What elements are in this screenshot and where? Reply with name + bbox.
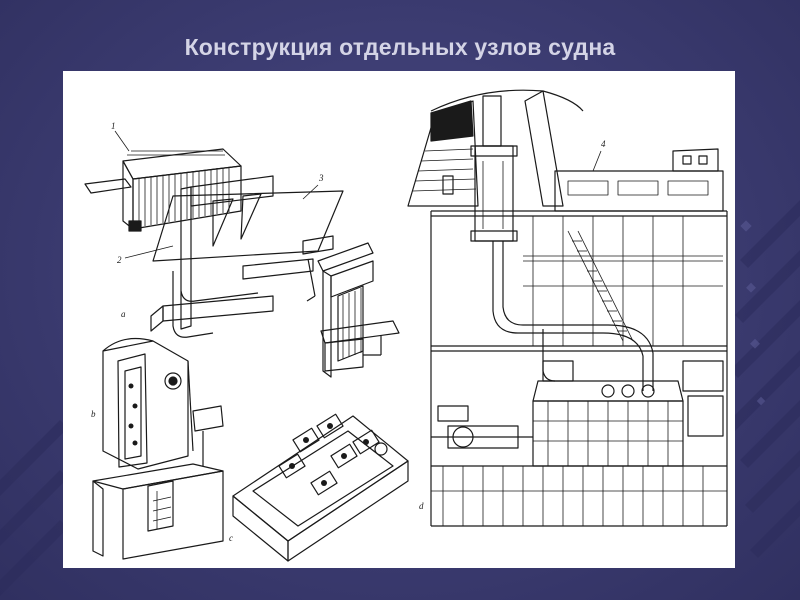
callout-4: 4 bbox=[601, 139, 606, 149]
panel-a-bracket-assembly bbox=[84, 130, 344, 338]
panel-a-secondary-bracket bbox=[317, 242, 400, 378]
slide-title: Конструкция отдельных узлов судна bbox=[184, 34, 616, 60]
ship-assembly-drawing: 1 2 3 4 a b c d bbox=[63, 71, 735, 568]
panel-label-d: d bbox=[419, 501, 424, 511]
panel-label-b: b bbox=[91, 409, 96, 419]
callout-3: 3 bbox=[318, 173, 324, 183]
panel-label-a: a bbox=[121, 309, 126, 319]
technical-drawing-svg: 1 2 3 4 a b c d bbox=[84, 89, 728, 562]
panel-b-casing-unit bbox=[92, 338, 224, 560]
callout-1: 1 bbox=[111, 121, 116, 131]
panel-d-engine-room-section bbox=[407, 89, 728, 527]
callout-2: 2 bbox=[117, 255, 122, 265]
panel-label-c: c bbox=[229, 533, 233, 543]
panel-c-cylinder-block bbox=[232, 413, 409, 562]
